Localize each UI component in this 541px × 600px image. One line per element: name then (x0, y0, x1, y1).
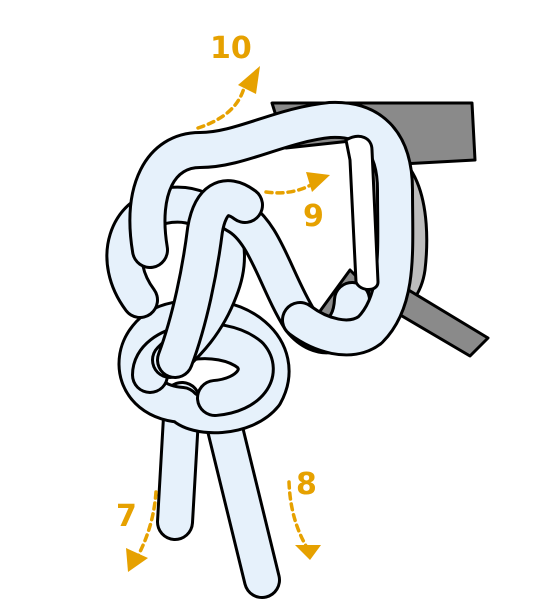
curved-arrow-down-icon (287, 480, 308, 548)
arrow-heads (126, 66, 330, 572)
rope-upper-bight (128, 100, 415, 357)
arrowhead-7 (126, 548, 148, 572)
arrowhead-10 (238, 66, 260, 94)
step-label-7: 7 (116, 499, 137, 534)
step-arrows (136, 86, 318, 558)
step-label-10: 10 (210, 31, 252, 66)
step-label-8: 8 (296, 467, 317, 502)
rope-group (105, 100, 415, 599)
curved-arrow-up-right-icon (196, 86, 246, 130)
curved-arrow-down-left-icon (136, 490, 158, 558)
arrowhead-8 (295, 545, 321, 560)
carabiner-gate-front (344, 134, 380, 291)
step-label-9: 9 (303, 199, 324, 234)
arrowhead-9 (306, 172, 330, 192)
curved-arrow-right-icon (264, 180, 318, 195)
